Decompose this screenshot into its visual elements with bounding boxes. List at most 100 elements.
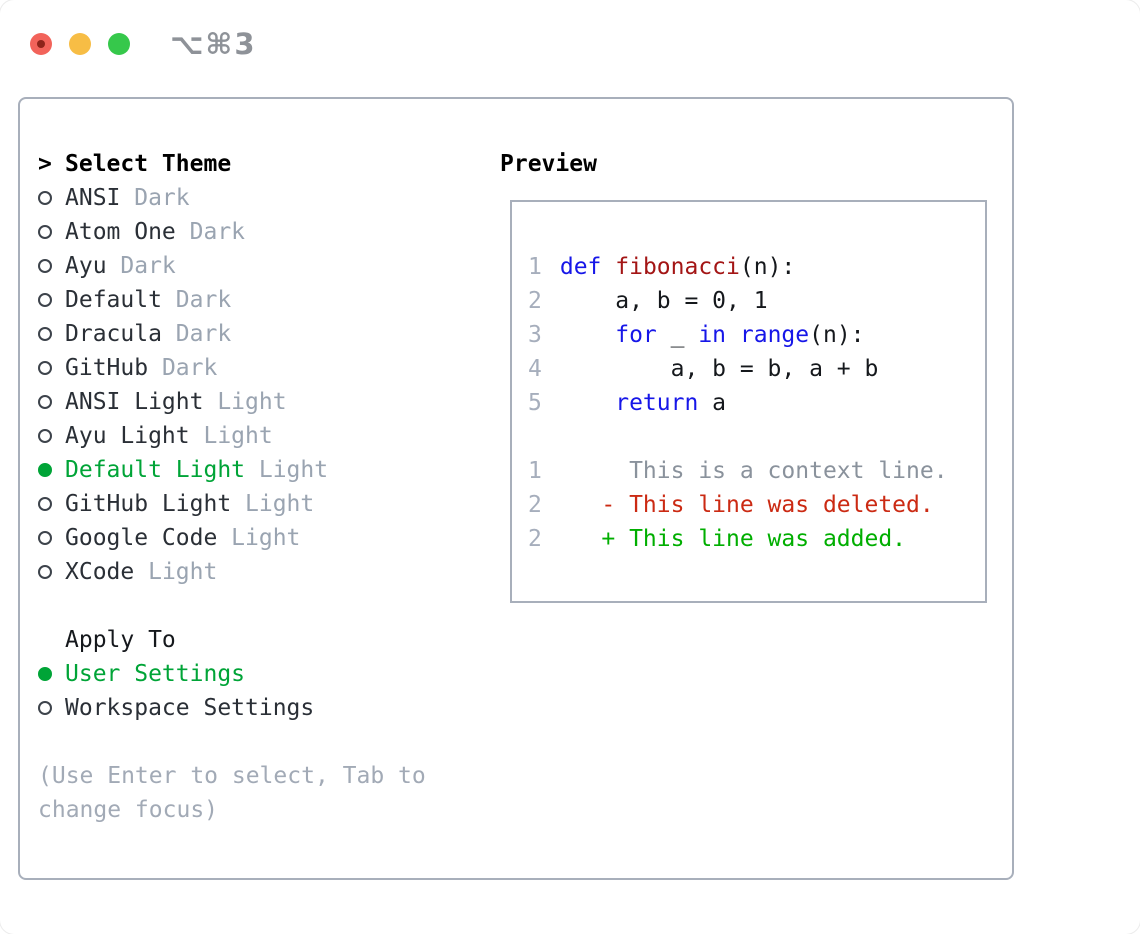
radio-icon xyxy=(38,531,52,545)
theme-variant: Dark xyxy=(161,355,218,381)
radio-icon xyxy=(38,395,52,409)
code-segment: in xyxy=(698,322,727,348)
code-content: a, b = b, a + b xyxy=(560,352,879,386)
apply-to-heading: Apply To xyxy=(38,623,478,657)
theme-variant: Dark xyxy=(120,253,176,279)
radio-icon xyxy=(38,191,52,205)
theme-variant: Dark xyxy=(189,219,246,245)
line-number: 1 xyxy=(528,458,542,484)
radio-slot xyxy=(38,463,65,477)
theme-option-github[interactable]: GitHub Dark xyxy=(38,351,478,385)
radio-slot xyxy=(38,259,65,273)
diff-line-deleted: - This line was deleted. xyxy=(559,492,934,518)
keyboard-hint: (Use Enter to select, Tab to change focu… xyxy=(38,763,426,823)
code-segment: range xyxy=(739,322,810,348)
line-number: 1 xyxy=(528,254,542,280)
theme-option-ayu-light[interactable]: Ayu Light Light xyxy=(38,419,478,453)
radio-slot xyxy=(38,225,65,239)
theme-option-dracula[interactable]: Dracula Dark xyxy=(38,317,478,351)
window-title: ⌥⌘3 xyxy=(170,27,257,61)
code-segment: a, b = 0, 1 xyxy=(559,288,768,314)
close-button[interactable] xyxy=(30,33,52,55)
radio-slot xyxy=(38,191,65,205)
code-segment: _ xyxy=(656,322,699,348)
theme-name: XCode xyxy=(65,559,135,585)
theme-option-xcode[interactable]: XCode Light xyxy=(38,555,478,589)
radio-icon xyxy=(38,463,52,477)
theme-option-ansi-light[interactable]: ANSI Light Light xyxy=(38,385,478,419)
radio-slot xyxy=(38,701,65,715)
radio-slot xyxy=(38,667,65,681)
theme-name: Ayu Light xyxy=(65,423,190,449)
preview-heading: Preview xyxy=(500,151,597,177)
theme-variant: Light xyxy=(245,491,315,517)
radio-icon xyxy=(38,497,52,511)
theme-name: ANSI xyxy=(65,185,121,211)
theme-name: GitHub xyxy=(65,355,149,381)
theme-name: Ayu xyxy=(65,253,107,279)
code-segment: a xyxy=(698,390,727,416)
theme-name: Default Light xyxy=(65,457,246,483)
code-segment xyxy=(601,254,615,280)
code-line: 2 a, b = 0, 1 xyxy=(528,284,985,318)
select-theme-heading: > Select Theme xyxy=(38,147,478,181)
radio-slot xyxy=(38,293,65,307)
diff-line: 1 This is a context line. xyxy=(528,454,985,488)
apply-option-label: User Settings xyxy=(65,661,246,687)
radio-icon xyxy=(38,429,52,443)
theme-variant: Light xyxy=(148,559,218,585)
line-number: 2 xyxy=(528,492,542,518)
blank-line xyxy=(528,420,985,454)
diff-line: 2 + This line was added. xyxy=(528,522,985,556)
focus-marker-slot: > xyxy=(38,147,65,181)
focus-caret-icon: > xyxy=(38,151,52,177)
minimize-button[interactable] xyxy=(69,33,91,55)
zoom-button[interactable] xyxy=(108,33,130,55)
radio-slot xyxy=(38,361,65,375)
line-number: 5 xyxy=(528,390,542,416)
code-segment xyxy=(560,390,615,416)
code-line: 5 return a xyxy=(528,386,985,420)
line-number: 4 xyxy=(528,356,542,382)
apply-to-options: User Settings Workspace Settings xyxy=(38,657,478,725)
theme-name: ANSI Light xyxy=(65,389,204,415)
radio-slot xyxy=(38,327,65,341)
theme-name: Google Code xyxy=(65,525,218,551)
unsaved-indicator-icon xyxy=(37,40,45,48)
apply-option-user-settings[interactable]: User Settings xyxy=(38,657,478,691)
diff-line-context: This is a context line. xyxy=(559,458,948,484)
theme-list: > Select Theme ANSI Dark Atom One Dark A… xyxy=(38,147,478,827)
code-line: 1 def fibonacci(n): xyxy=(528,250,985,284)
code-segment: (n): xyxy=(739,254,796,280)
code-segment: for xyxy=(615,322,657,348)
radio-icon xyxy=(38,225,52,239)
theme-option-github-light[interactable]: GitHub Light Light xyxy=(38,487,478,521)
radio-icon xyxy=(38,259,52,273)
diff-line: 2 - This line was deleted. xyxy=(528,488,985,522)
theme-option-ansi[interactable]: ANSI Dark xyxy=(38,181,478,215)
theme-option-google-code[interactable]: Google Code Light xyxy=(38,521,478,555)
diff-line-added: + This line was added. xyxy=(559,526,907,552)
theme-option-default-light[interactable]: Default Light Light xyxy=(38,453,478,487)
code-content: a, b = 0, 1 xyxy=(559,284,768,318)
theme-variant: Light xyxy=(258,457,329,483)
radio-icon xyxy=(38,293,52,307)
theme-variant: Light xyxy=(231,525,301,551)
code-content: for _ in range(n): xyxy=(560,318,864,352)
radio-icon xyxy=(38,701,52,715)
code-segment: return xyxy=(615,390,699,416)
apply-to-label: Apply To xyxy=(65,627,176,653)
code-segment: fibonacci xyxy=(615,254,740,280)
radio-icon xyxy=(38,327,52,341)
radio-slot xyxy=(38,497,65,511)
theme-option-default[interactable]: Default Dark xyxy=(38,283,478,317)
line-number: 2 xyxy=(528,526,542,552)
theme-picker-panel: > Select Theme ANSI Dark Atom One Dark A… xyxy=(18,97,1014,880)
radio-slot xyxy=(38,395,65,409)
theme-option-atom-one[interactable]: Atom One Dark xyxy=(38,215,478,249)
theme-options: ANSI Dark Atom One Dark Ayu Dark Default… xyxy=(38,181,478,589)
apply-option-workspace-settings[interactable]: Workspace Settings xyxy=(38,691,478,725)
theme-option-ayu[interactable]: Ayu Dark xyxy=(38,249,478,283)
theme-name: Dracula xyxy=(65,321,162,347)
